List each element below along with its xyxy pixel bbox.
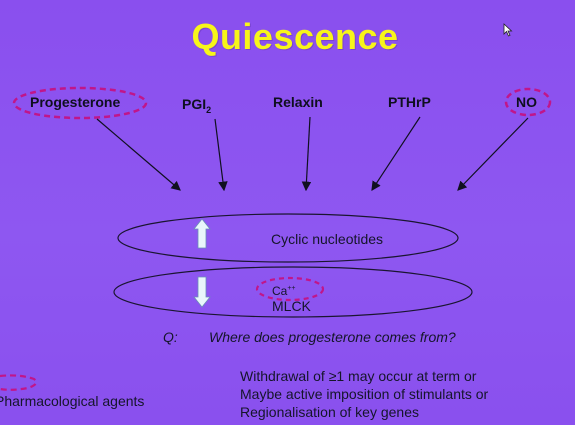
label-pgi2: PGI2 xyxy=(182,96,211,115)
note-line: Maybe active imposition of stimulants or xyxy=(240,386,489,402)
cyclic-nucleotides-text: Cyclic nucleotides xyxy=(271,231,384,247)
note-line: Withdrawal of ≥1 may occur at term or xyxy=(240,368,477,384)
no-arrow xyxy=(457,117,529,191)
label-pthrp: PTHrP xyxy=(388,94,431,110)
pthrp-arrow xyxy=(371,116,421,192)
calcium-superscript: ++ xyxy=(287,285,296,292)
notes-block: Withdrawal of ≥1 may occur at term or Ma… xyxy=(240,367,488,421)
label-pgi2-main: PGI xyxy=(182,96,207,112)
note-line: Regionalisation of key genes xyxy=(240,404,420,420)
pgi2-arrow xyxy=(214,118,228,192)
progesterone-arrow xyxy=(96,118,181,191)
label-progesterone: Progesterone xyxy=(30,94,121,110)
label-pgi2-subscript: 2 xyxy=(206,104,212,115)
calcium-main: Ca xyxy=(272,284,288,298)
legend-dashed-outline xyxy=(0,374,38,391)
label-no: NO xyxy=(516,94,537,110)
legend-text: Pharmacological agents xyxy=(0,393,145,409)
calcium-text: Ca++ xyxy=(272,284,296,298)
relaxin-arrow xyxy=(301,116,312,192)
up-block-arrow-icon xyxy=(193,218,211,249)
question-label: Q: xyxy=(163,329,178,345)
cyclic-nucleotides-ellipse xyxy=(117,213,459,263)
calcium-dashed-outline xyxy=(255,276,325,302)
mlck-text: MLCK xyxy=(272,298,311,314)
progesterone-dashed-outline xyxy=(12,86,148,120)
no-dashed-outline xyxy=(504,87,552,117)
mouse-cursor-icon xyxy=(503,23,513,37)
calcium-mlck-ellipse xyxy=(113,266,473,318)
slide-title: Quiescence xyxy=(191,16,399,57)
question-text: Where does progesterone comes from? xyxy=(209,329,456,345)
label-relaxin: Relaxin xyxy=(273,94,323,110)
down-block-arrow-icon xyxy=(193,276,211,308)
